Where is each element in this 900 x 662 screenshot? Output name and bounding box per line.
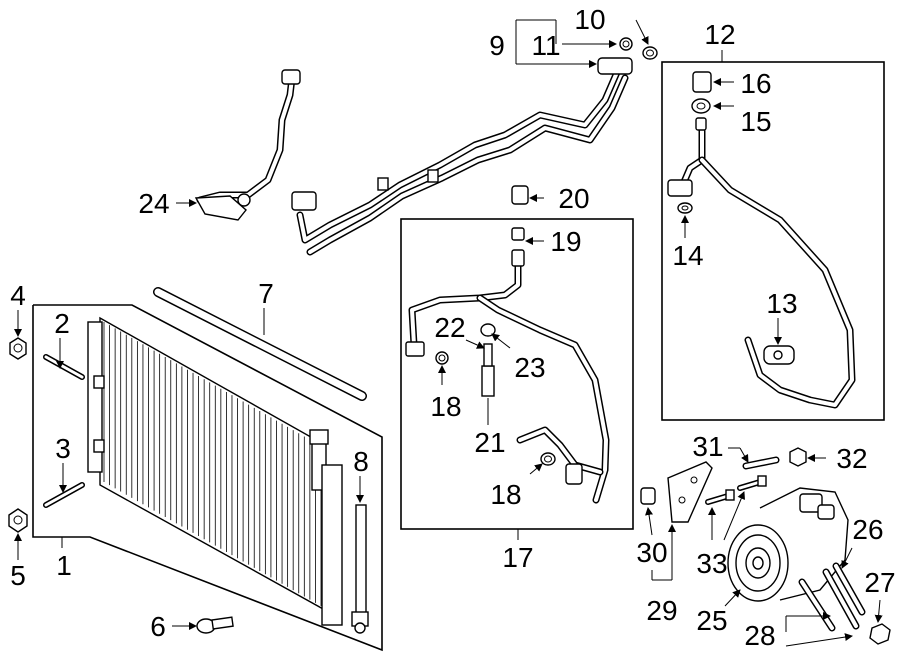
callout-31: 31 [692,431,723,462]
discharge-line-box [661,61,885,421]
callout-24: 24 [138,188,169,219]
nut-lower [8,508,28,533]
callout-7: 7 [258,278,274,309]
nut-27 [869,623,891,645]
nut-32 [789,447,807,467]
callout-26: 26 [852,514,883,545]
callout-25: 25 [696,605,727,636]
callout-22: 22 [434,312,465,343]
callout-2: 2 [54,308,70,339]
callout-17: 17 [502,542,533,573]
bushing [640,487,656,505]
bolt-33b [737,475,767,491]
callout-13: 13 [766,288,797,319]
gasket-plate [667,461,713,523]
callout-18-lower: 18 [490,479,521,510]
callout-32: 32 [836,443,867,474]
callout-23: 23 [514,352,545,383]
callout-12: 12 [704,19,735,50]
callout-9: 9 [489,30,505,61]
suction-line-box [400,218,634,530]
stud [832,562,866,616]
seal-ring-18b [540,452,556,466]
seal-ring-18a [435,351,449,365]
bracket-pin-lower [43,482,85,508]
compressor-bolt-b [822,568,860,630]
callout-19: 19 [550,226,581,257]
callout-8: 8 [353,446,369,477]
receiver-drier [321,464,369,634]
seal-strip [153,287,367,401]
o-ring-11 [619,37,633,51]
callout-5: 5 [10,560,26,591]
callout-33: 33 [696,548,727,579]
valve-core-cap [480,323,496,337]
compressor-bolt-a [798,578,836,632]
callout-11: 11 [531,30,560,61]
callout-28: 28 [744,620,775,651]
discharge-line [667,117,856,409]
callout-4: 4 [10,280,26,311]
callout-30: 30 [636,537,667,568]
pressure-switch [481,343,495,397]
suction-line [405,227,610,504]
bolt-31 [742,456,780,470]
leader-lines [14,19,883,647]
o-ring-15 [691,98,711,114]
callout-29: 29 [646,595,677,626]
callout-18-upper: 18 [430,391,461,422]
callout-15: 15 [740,106,771,137]
callout-27: 27 [864,567,895,598]
callout-3: 3 [55,433,71,464]
o-ring-14 [677,202,693,214]
nut-upper [9,337,27,360]
callout-1: 1 [56,550,72,581]
callout-14: 14 [672,240,703,271]
liquid-line [194,69,301,221]
service-cap-20 [511,185,529,205]
bolt [196,616,234,634]
callout-10: 10 [574,4,605,35]
cap-16 [692,71,712,93]
o-ring-10 [642,46,658,60]
callout-6: 6 [150,611,166,642]
manifold-line [291,57,633,256]
bolt-33a [705,489,735,505]
callout-20: 20 [558,183,589,214]
condenser-group-outline [32,304,383,652]
callout-16: 16 [740,68,771,99]
bracket-pin-upper [43,354,85,380]
callout-labels: 1 2 3 4 5 6 7 8 9 10 11 12 13 14 15 16 1… [10,4,895,651]
callout-21: 21 [474,427,505,458]
